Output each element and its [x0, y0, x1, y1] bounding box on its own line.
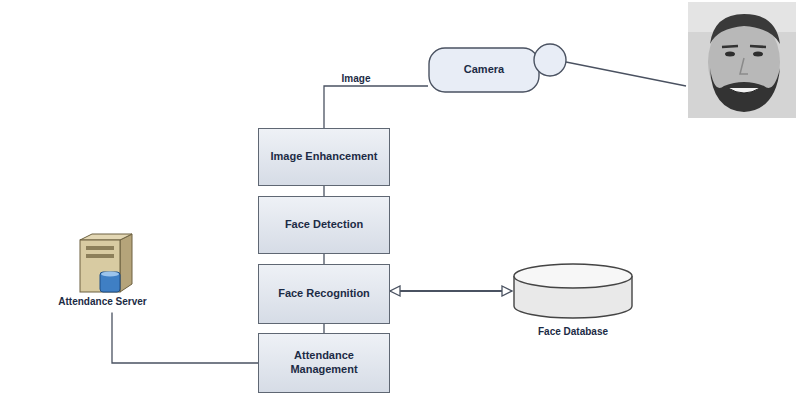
connector-line	[324, 86, 428, 128]
server-side	[120, 234, 132, 292]
process-box: Attendance Management	[258, 333, 390, 393]
camera-label-area: Camera	[432, 48, 536, 92]
camera-node: Camera	[428, 38, 568, 96]
process-box: Face Recognition	[258, 264, 390, 324]
node-text: Camera	[464, 63, 504, 77]
server-node: Attendance Server	[20, 232, 185, 311]
node-text: Attendance Management	[267, 349, 381, 377]
process-box: Image Enhancement	[258, 128, 390, 186]
photo-lead-line	[566, 62, 686, 86]
face-photo	[688, 2, 796, 118]
server-icon	[20, 232, 185, 296]
server-slot	[86, 246, 114, 250]
node-text: Attendance Server	[20, 296, 185, 311]
server-disk	[100, 272, 120, 292]
connector-line	[323, 324, 324, 333]
camera-lens	[534, 44, 566, 76]
cylinder-top	[514, 264, 632, 288]
cylinder-node: Face Database	[512, 262, 634, 339]
process-box: Face Detection	[258, 196, 390, 254]
camera-body	[429, 48, 539, 92]
node-text: Face Recognition	[278, 287, 370, 301]
server-slot	[86, 254, 114, 258]
node-text: Face Detection	[285, 218, 363, 232]
connector-line	[323, 186, 324, 196]
database-cylinder	[512, 262, 634, 320]
connector-line	[112, 313, 258, 364]
node-text: Face Database	[512, 326, 634, 339]
node-text: Image Enhancement	[271, 150, 378, 164]
edge-label: Image	[340, 73, 373, 84]
server-top	[80, 234, 132, 240]
connector-line	[323, 254, 324, 264]
connector-arrow	[390, 290, 512, 292]
server-disk-top	[101, 272, 119, 277]
server-front	[80, 240, 120, 292]
